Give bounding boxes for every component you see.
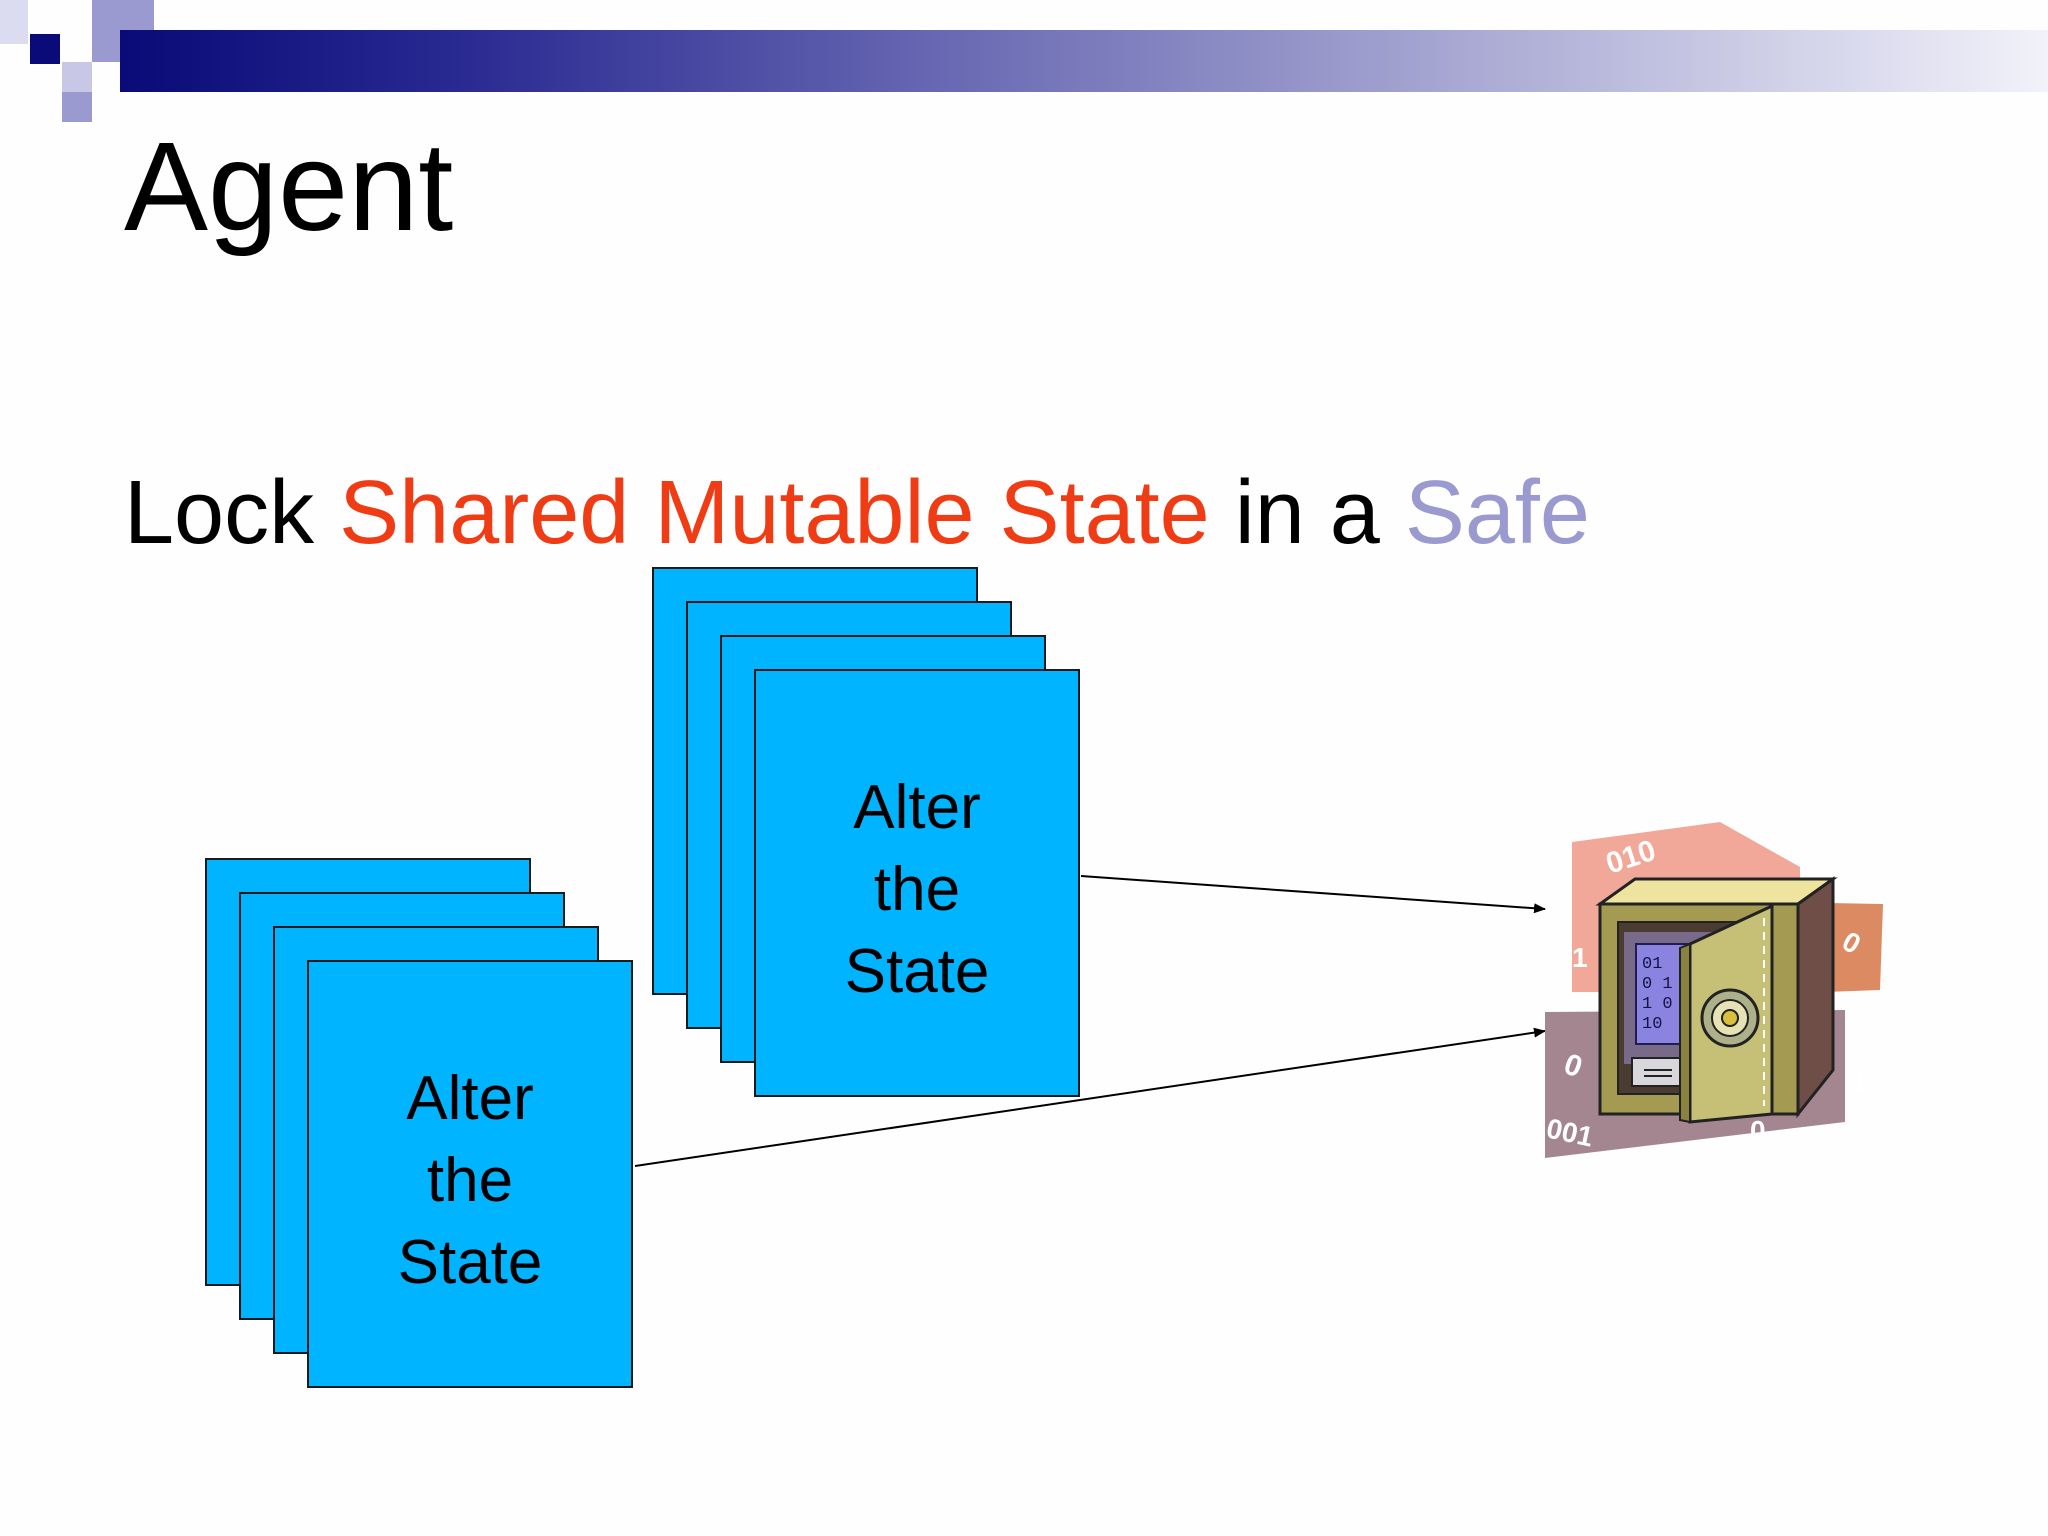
- dial-knob: [1721, 1009, 1739, 1027]
- subtitle-safe-word: Safe: [1404, 463, 1590, 563]
- corner-square-dark: [30, 34, 60, 64]
- stack-card-front: [754, 669, 1080, 1097]
- screen-digits: 1 0: [1642, 995, 1673, 1014]
- binary-digit: 0: [1750, 1115, 1766, 1146]
- screen-digits: 10: [1642, 1015, 1662, 1034]
- safe-side: [1796, 876, 1835, 1119]
- card-text-top: Alter the State: [754, 767, 1080, 1013]
- corner-square-light: [0, 0, 28, 44]
- card-line: State: [844, 937, 990, 1006]
- safe-top: [1595, 877, 1838, 906]
- card-line: the: [426, 1146, 514, 1215]
- card-line: State: [397, 1228, 543, 1297]
- subtitle-text-lock: Lock: [124, 463, 340, 563]
- card-text-bottom: Alter the State: [307, 1058, 633, 1304]
- card-line: Alter: [853, 773, 981, 842]
- arrow-top-to-safe: [1080, 875, 1546, 914]
- slide-subtitle: Lock Shared Mutable State in a Safe: [124, 462, 1590, 566]
- safe-icon: 010 0 1 0 001 0 1 01 0 1 1 0 10: [1544, 822, 1883, 1158]
- corner-square-small: [62, 92, 92, 122]
- subtitle-text-in-a: in a: [1209, 463, 1405, 563]
- card-line: Alter: [406, 1064, 534, 1133]
- card-line: the: [873, 855, 961, 924]
- binary-digit: 1: [1572, 942, 1588, 973]
- subtitle-highlight: Shared Mutable State: [339, 463, 1210, 563]
- screen-digits: 01: [1642, 955, 1662, 974]
- corner-square-pale: [62, 62, 92, 92]
- slide-title: Agent: [124, 116, 454, 257]
- stack-card-front: [307, 960, 633, 1388]
- binary-digit: 1: [1852, 1067, 1868, 1098]
- screen-digits: 0 1: [1642, 975, 1673, 994]
- header-gradient-bar: [120, 30, 2048, 92]
- arrow-bottom-to-safe: [634, 1027, 1546, 1167]
- safe-door-edge: [1679, 942, 1691, 1124]
